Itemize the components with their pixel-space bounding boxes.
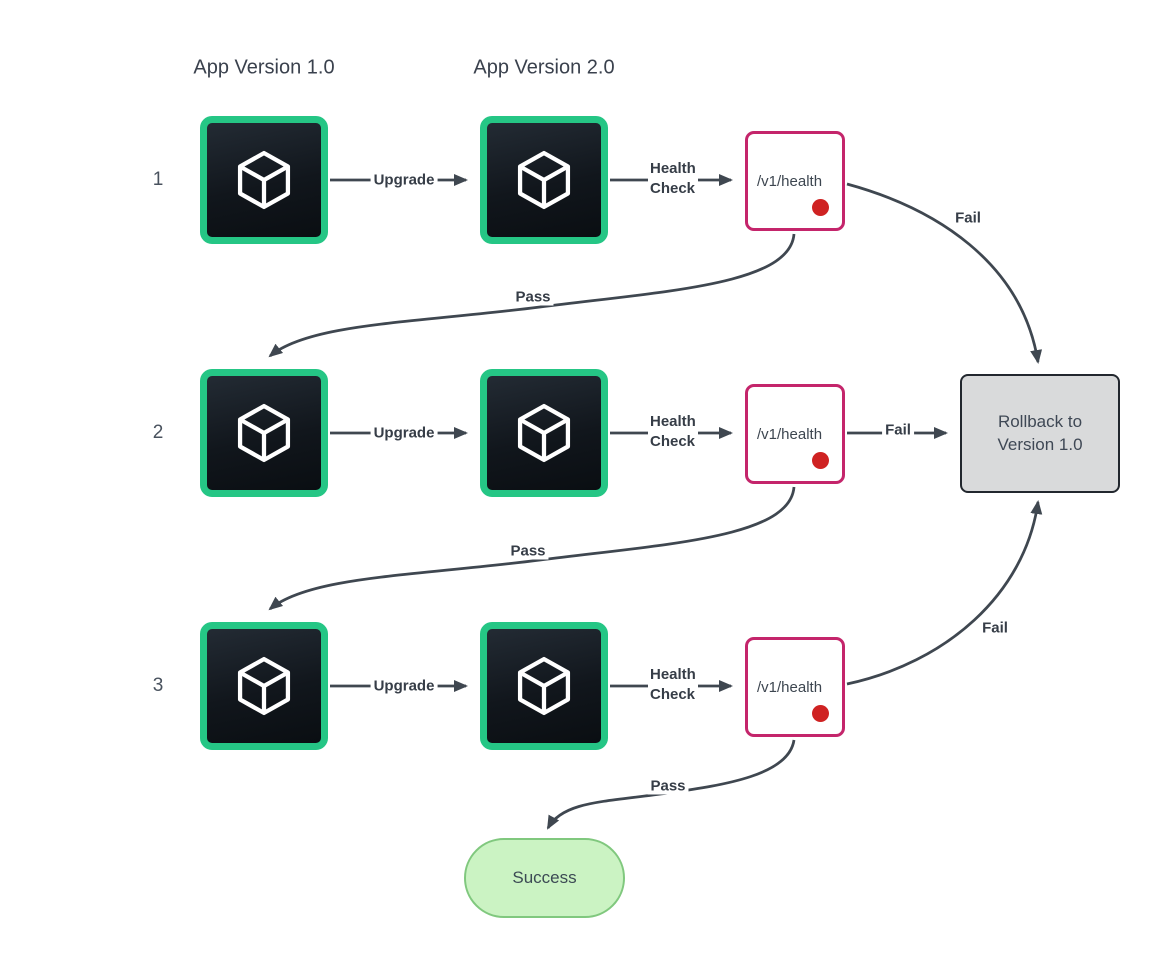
pass-edge-label-row1: Pass — [512, 288, 554, 306]
health-check-edge-label-row1: Health Check — [648, 158, 698, 200]
column-header-version-1: App Version 1.0 — [193, 56, 335, 79]
cube-3d-icon — [237, 150, 291, 210]
cube-3d-icon — [517, 150, 571, 210]
edge-fail-row1 — [846, 182, 1043, 364]
cube-3d-icon — [517, 403, 571, 463]
fail-edge-label-row1: Fail — [952, 209, 984, 227]
endpoint-label: /v1/health — [757, 678, 823, 696]
row-number-2: 2 — [152, 422, 164, 443]
row-number-1: 1 — [152, 169, 164, 190]
app-v1-node-row3 — [200, 622, 328, 750]
endpoint-label: /v1/health — [757, 425, 823, 443]
app-v1-node-row1 — [200, 116, 328, 244]
upgrade-edge-label-row1: Upgrade — [370, 171, 438, 189]
upgrade-edge-label-row2: Upgrade — [370, 424, 438, 442]
health-check-node-row3: /v1/health — [745, 637, 845, 737]
success-label: Success — [512, 868, 577, 887]
fail-edge-label-row3: Fail — [979, 619, 1011, 637]
app-v2-node-row3 — [480, 622, 608, 750]
health-check-node-row1: /v1/health — [745, 131, 845, 231]
fail-edge-label-row2: Fail — [882, 421, 914, 439]
row-number-3: 3 — [152, 675, 164, 696]
health-check-node-row2: /v1/health — [745, 384, 845, 484]
app-v2-node-row1 — [480, 116, 608, 244]
endpoint-label: /v1/health — [757, 172, 823, 190]
pass-edge-label-row2: Pass — [507, 542, 549, 560]
pass-edge-label-row3: Pass — [647, 777, 689, 795]
red-dot-icon — [812, 199, 829, 216]
app-v2-node-row2 — [480, 369, 608, 497]
upgrade-edge-label-row3: Upgrade — [370, 677, 438, 695]
red-dot-icon — [812, 452, 829, 469]
cube-3d-icon — [517, 656, 571, 716]
app-v1-node-row2 — [200, 369, 328, 497]
rollback-node: Rollback to Version 1.0 — [960, 374, 1120, 493]
success-node: Success — [464, 838, 625, 918]
red-dot-icon — [812, 705, 829, 722]
cube-3d-icon — [237, 403, 291, 463]
edge-fail-row3 — [846, 500, 1043, 686]
column-header-version-2: App Version 2.0 — [473, 56, 615, 79]
cube-3d-icon — [237, 656, 291, 716]
health-check-edge-label-row3: Health Check — [648, 664, 698, 706]
health-check-edge-label-row2: Health Check — [648, 411, 698, 453]
rollback-label: Rollback to Version 1.0 — [997, 411, 1083, 454]
